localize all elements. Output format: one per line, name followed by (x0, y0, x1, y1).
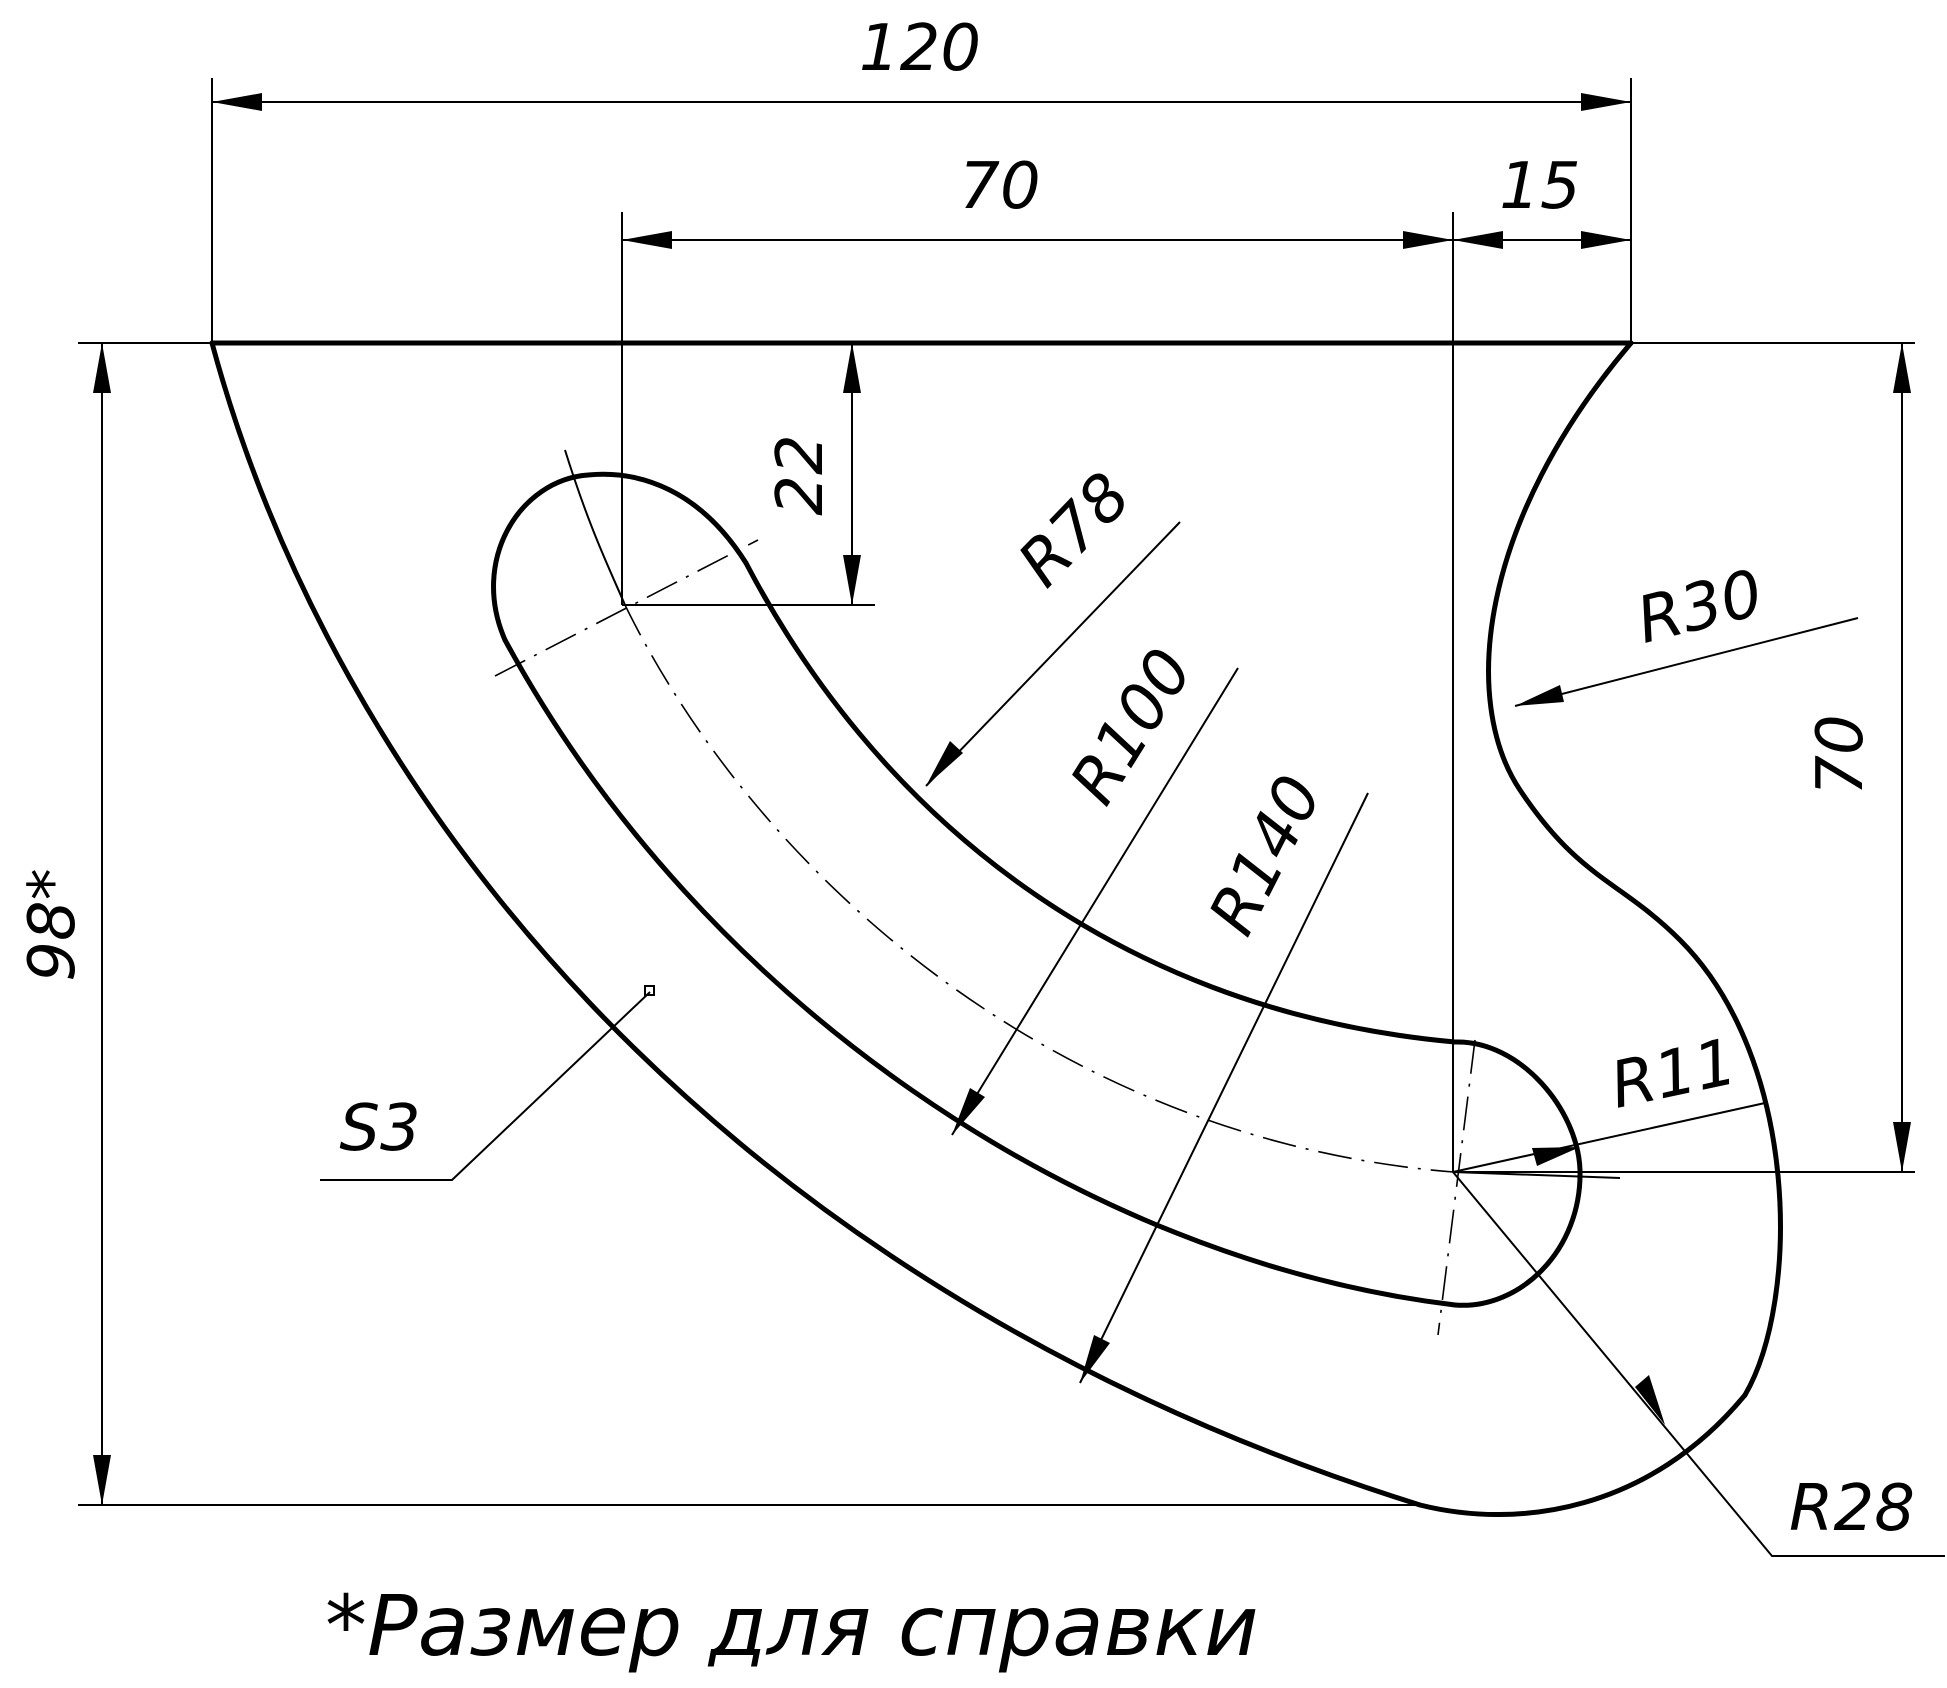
construction-arc (564, 449, 626, 606)
left-cap-center-line (494, 539, 759, 677)
leader-r11-tail (1452, 1171, 1621, 1179)
arrow-r100 (952, 1088, 985, 1135)
center-lines (494, 449, 1476, 1336)
arrow-70r-bottom (1893, 1122, 1911, 1172)
label-70-right: 70 (1804, 714, 1878, 795)
label-120: 120 (859, 12, 981, 86)
part-outline (209, 340, 1783, 1518)
arrow-r78 (926, 741, 963, 786)
leader-r11 (1452, 1102, 1766, 1173)
slot-inner-edge (743, 560, 1458, 1045)
leader-s3-marker (644, 985, 655, 996)
arrow-15-right (1581, 231, 1631, 249)
leader-s3 (320, 991, 651, 1181)
label-15: 15 (1499, 150, 1580, 224)
leader-r100 (951, 667, 1239, 1136)
label-r100: R100 (1057, 637, 1208, 818)
right-lobe (1486, 340, 1783, 1398)
label-22: 22 (764, 434, 838, 515)
arrow-70r-top (1893, 343, 1911, 393)
slot-left-cap (491, 471, 749, 643)
slot-outer-edge (502, 637, 1458, 1308)
arrow-70-left (622, 231, 672, 249)
slot-right-cap (1452, 1039, 1583, 1308)
bottom-end-arc (1417, 1392, 1748, 1518)
curved-slot (491, 471, 1583, 1308)
leader-r78 (925, 521, 1181, 787)
radial-dimensions (320, 521, 1945, 1557)
leader-r140 (1079, 792, 1369, 1384)
arrow-r30 (1515, 685, 1564, 706)
extension-lines (78, 78, 1915, 1506)
arrow-22-bottom (843, 555, 861, 605)
label-r28: R28 (1789, 1472, 1915, 1546)
arrow-r28 (1635, 1375, 1665, 1425)
arrow-22-top (843, 343, 861, 393)
label-r30: R30 (1630, 556, 1770, 658)
arrow-r140 (1080, 1335, 1110, 1383)
arrow-98-bottom (93, 1455, 111, 1505)
label-r11: R11 (1604, 1025, 1743, 1124)
arrow-120-left (212, 93, 262, 111)
label-s3: S3 (339, 1092, 420, 1166)
reference-note: *Размер для справки (325, 1577, 1259, 1675)
arrow-98-top (93, 343, 111, 393)
slot-center-arc (624, 604, 1454, 1173)
label-r140: R140 (1195, 764, 1337, 946)
linear-dimensions (93, 93, 1911, 1505)
arrow-r11 (1532, 1147, 1580, 1166)
label-98: 98* (16, 868, 90, 981)
arrow-15-left (1453, 231, 1503, 249)
arrow-120-right (1581, 93, 1631, 111)
label-70-top: 70 (959, 150, 1040, 224)
leader-r30 (1514, 617, 1859, 707)
leader-r28 (1452, 1171, 1945, 1557)
arrow-70-right (1403, 231, 1453, 249)
right-cap-center-line (1437, 1039, 1476, 1336)
outer-arc (209, 340, 1423, 1508)
